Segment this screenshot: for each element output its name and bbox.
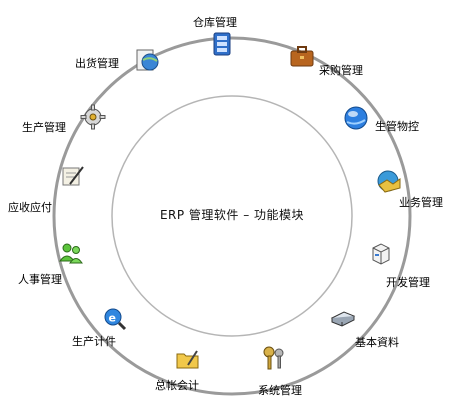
ie-search-icon: e	[101, 304, 129, 332]
scroll-pen-icon	[58, 162, 86, 190]
module-label: 系统管理	[258, 384, 302, 397]
handshake-globe-icon	[375, 168, 403, 196]
module-label: 应收应付	[8, 201, 52, 214]
module-label: 出货管理	[75, 57, 119, 70]
folder-pen-icon	[174, 345, 202, 373]
module-label: 开发管理	[386, 276, 430, 289]
module-label: 人事管理	[18, 273, 62, 286]
module-label: 仓库管理	[193, 16, 237, 29]
module-label: 生管物控	[375, 120, 419, 133]
module-label: 生产计件	[72, 335, 116, 348]
module-label: 业务管理	[399, 196, 443, 209]
globe-bubble-icon	[342, 104, 370, 132]
module-label: 总帐会计	[155, 379, 199, 392]
keys-icon	[260, 344, 288, 372]
book-stack-icon	[329, 302, 357, 330]
gear-icon	[79, 103, 107, 131]
module-label: 采购管理	[319, 64, 363, 77]
warehouse-icon	[208, 30, 236, 58]
briefcase-icon	[288, 42, 316, 70]
module-label: 生产管理	[22, 121, 66, 134]
module-label: 基本資料	[355, 336, 399, 349]
diagram-center-title: ERP 管理软件 – 功能模块	[159, 208, 305, 222]
people-icon	[57, 239, 85, 267]
svg-text:e: e	[109, 312, 116, 325]
server-box-icon	[367, 240, 395, 268]
globe-document-icon	[133, 46, 161, 74]
